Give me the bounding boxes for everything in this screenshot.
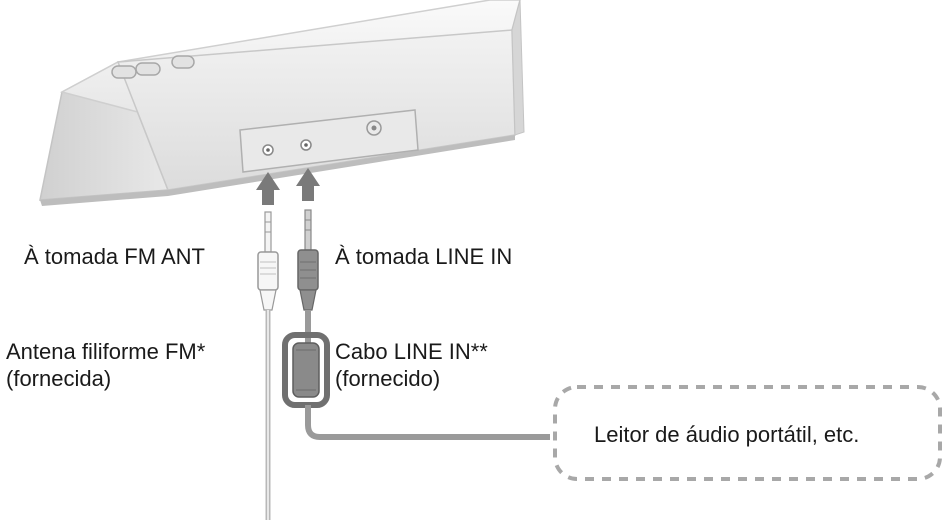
- line-in-cable-label-line1: Cabo LINE IN**: [335, 339, 488, 364]
- insert-arrows: [256, 168, 320, 205]
- line-in-cable-label-line2: (fornecido): [335, 366, 441, 391]
- portable-player-label: Leitor de áudio portátil, etc.: [594, 422, 860, 447]
- volume-button-right: [135, 62, 161, 76]
- speaker-bottom-shadow: [40, 135, 515, 206]
- fm-antenna-plug: [257, 211, 279, 311]
- power-button: [171, 55, 195, 69]
- fm-ant-socket-label: À tomada FM ANT: [24, 244, 205, 269]
- line-in-socket-label: À tomada LINE IN: [335, 244, 513, 269]
- line-in-plug: [297, 209, 319, 311]
- fm-antenna-label-line1: Antena filiforme FM*: [6, 339, 206, 364]
- portable-player-outline: [553, 385, 942, 481]
- line-in-cable-lower: [305, 405, 550, 440]
- volume-button-left: [111, 65, 137, 79]
- fm-antenna-label-line2: (fornecida): [6, 366, 112, 391]
- speaker-right-edge: [511, 0, 525, 136]
- speaker-unit: [39, 0, 525, 206]
- arrow-line-in: [296, 168, 320, 201]
- arrow-fm-ant: [256, 172, 280, 205]
